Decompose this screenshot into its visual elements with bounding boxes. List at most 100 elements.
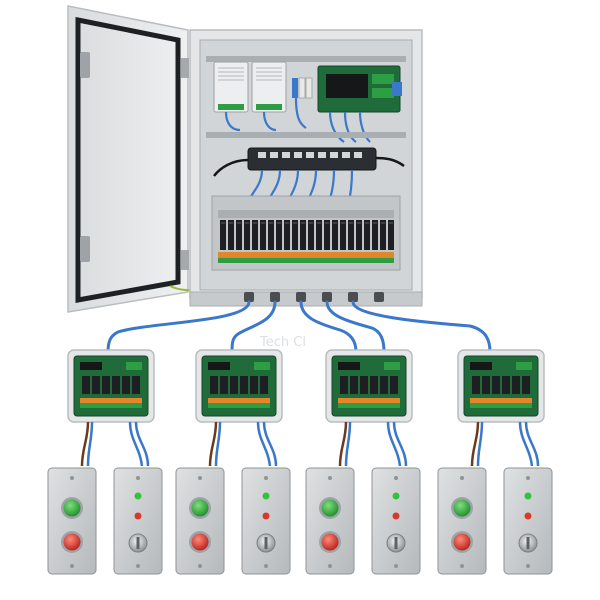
relay-module: [522, 376, 530, 394]
green-push-button-icon: [191, 499, 209, 517]
network-switch: [206, 132, 406, 207]
red-led-icon: [524, 512, 532, 520]
relay-module: [340, 220, 346, 250]
push-button-plate: [175, 467, 225, 575]
top-shelf: [206, 56, 406, 143]
relay-module: [220, 376, 228, 394]
push-button-plate: [437, 467, 487, 575]
push-button-plate: [47, 467, 97, 575]
red-led-icon: [262, 512, 270, 520]
relay-module: [364, 220, 370, 250]
relay-module: [324, 220, 330, 250]
hinge-icon: [181, 250, 189, 270]
door-latch-icon: [80, 236, 90, 262]
red-led-icon: [392, 512, 400, 520]
red-push-button-icon: [63, 533, 81, 551]
green-push-button-icon: [63, 499, 81, 517]
red-led-icon: [134, 512, 142, 520]
relay-module: [132, 376, 140, 394]
relay-module: [102, 376, 110, 394]
relay-module: [240, 376, 248, 394]
relay-module: [472, 376, 480, 394]
relay-module: [276, 220, 282, 250]
red-push-button-icon: [321, 533, 339, 551]
relay-module: [350, 376, 358, 394]
green-push-button-icon: [453, 499, 471, 517]
relay-module: [244, 220, 250, 250]
relay-module: [360, 376, 368, 394]
relay-module: [348, 220, 354, 250]
relay-module: [292, 220, 298, 250]
screw-icon: [136, 476, 140, 480]
hinge-icon: [181, 58, 189, 78]
relay-module: [370, 376, 378, 394]
relay-module: [380, 220, 386, 250]
screw-icon: [526, 476, 530, 480]
green-led-icon: [524, 492, 532, 500]
relay-module: [284, 220, 290, 250]
green-led-icon: [392, 492, 400, 500]
relay-module: [356, 220, 362, 250]
push-button-plate: [305, 467, 355, 575]
relay-module: [380, 376, 388, 394]
relay-module: [332, 220, 338, 250]
watermark: Tech Cl: [259, 335, 306, 350]
relay-module: [308, 220, 314, 250]
relay-module: [236, 220, 242, 250]
screw-icon: [394, 476, 398, 480]
relay-module: [210, 376, 218, 394]
screw-icon: [460, 476, 464, 480]
screw-icon: [198, 564, 202, 568]
relay-module: [260, 376, 268, 394]
red-push-button-icon: [191, 533, 209, 551]
green-push-button-icon: [321, 499, 339, 517]
relay-module: [268, 220, 274, 250]
relay-module: [252, 220, 258, 250]
relay-module: [390, 376, 398, 394]
relay-module: [260, 220, 266, 250]
relay-module: [112, 376, 120, 394]
relay-module: [502, 376, 510, 394]
relay-module: [250, 376, 258, 394]
screw-icon: [526, 564, 530, 568]
power-supply-1: [213, 61, 249, 113]
relay-module: [372, 220, 378, 250]
remote-unit-4: [437, 349, 553, 575]
relay-module: [230, 376, 238, 394]
red-push-button-icon: [453, 533, 471, 551]
green-led-icon: [262, 492, 270, 500]
door-latch-icon: [80, 52, 90, 78]
screw-icon: [70, 564, 74, 568]
relay-module: [512, 376, 520, 394]
relay-module: [228, 220, 234, 250]
screw-icon: [460, 564, 464, 568]
screw-icon: [394, 564, 398, 568]
field-cables: [106, 300, 492, 354]
terminal-block: [292, 77, 313, 99]
remote-units: [47, 349, 553, 575]
relay-rack: [211, 195, 401, 271]
screw-icon: [328, 476, 332, 480]
relay-module: [388, 220, 394, 250]
relay-module: [492, 376, 500, 394]
enclosure-door: [67, 5, 211, 313]
remote-unit-2: [175, 349, 291, 575]
screw-icon: [70, 476, 74, 480]
screw-icon: [198, 476, 202, 480]
power-supply-2: [251, 61, 287, 113]
remote-unit-3: [305, 349, 421, 575]
relay-module: [300, 220, 306, 250]
screw-icon: [264, 564, 268, 568]
relay-module: [482, 376, 490, 394]
screw-icon: [136, 564, 140, 568]
relay-module: [92, 376, 100, 394]
cable-glands: [244, 292, 384, 302]
indicator-plate: [241, 467, 291, 575]
green-led-icon: [134, 492, 142, 500]
screw-icon: [328, 564, 332, 568]
relay-module: [82, 376, 90, 394]
indicator-plate: [371, 467, 421, 575]
relay-module: [122, 376, 130, 394]
controller-board: [317, 65, 402, 113]
